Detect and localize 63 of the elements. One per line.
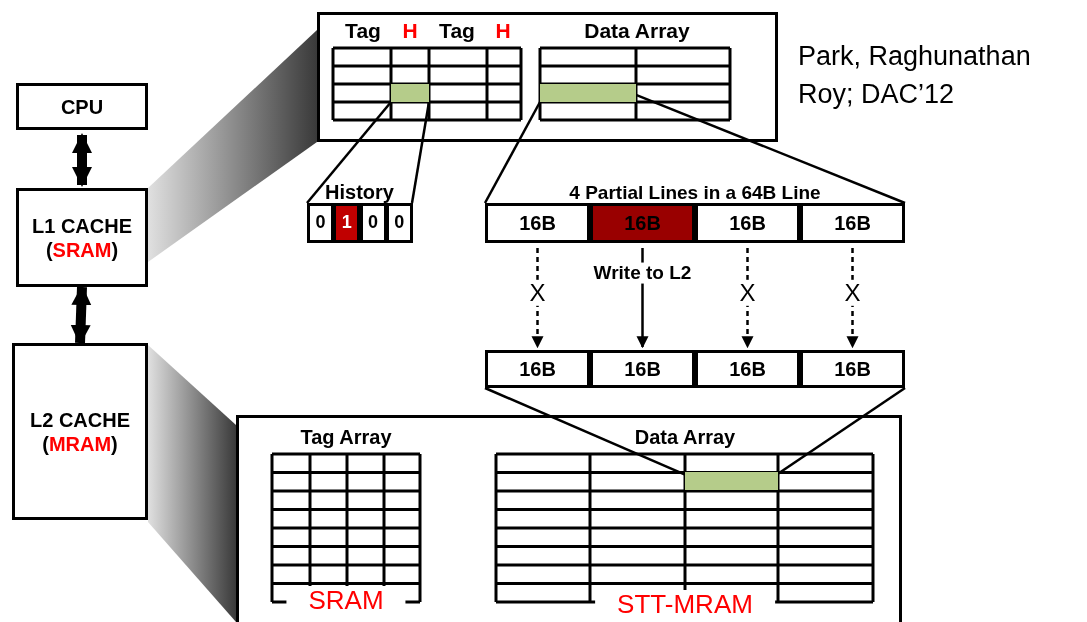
column-heading: H xyxy=(402,19,418,44)
cpu-box xyxy=(16,83,148,130)
connector-line xyxy=(484,386,686,476)
connector-line xyxy=(635,93,906,205)
connector-line xyxy=(483,101,542,204)
dashed-arrow xyxy=(531,248,544,349)
node-label: 0 xyxy=(394,212,405,234)
node-label: L1 CACHE xyxy=(32,213,132,238)
edge-label: X xyxy=(527,279,548,306)
edge-label: Write to L2 xyxy=(591,262,694,284)
node-label: 16B xyxy=(519,357,556,381)
byte-block xyxy=(485,350,590,388)
column-heading: Tag xyxy=(439,19,475,44)
highlighted-cell xyxy=(540,84,636,102)
byte-block xyxy=(695,203,800,243)
node-label: 16B xyxy=(834,211,871,235)
node-label: ) xyxy=(111,431,118,456)
double-arrow xyxy=(70,285,92,345)
array-heading: Tag Array xyxy=(300,426,392,449)
zoom-projection xyxy=(148,30,317,262)
node-label: 0 xyxy=(368,212,378,234)
byte-block xyxy=(800,350,905,388)
node-label: 0 xyxy=(315,212,326,234)
dashed-arrow xyxy=(846,248,859,349)
column-heading: Tag xyxy=(345,19,381,44)
bit-cell xyxy=(359,203,387,243)
heading: 4 Partial Lines in a 64B Line xyxy=(569,182,821,204)
column-heading: Data Array xyxy=(584,19,690,44)
heading: History xyxy=(325,181,394,204)
bit-cell xyxy=(385,203,413,243)
node-label: ( xyxy=(42,431,49,456)
node-label: 1 xyxy=(341,212,352,234)
node-label: CPU xyxy=(60,94,104,119)
column-heading: H xyxy=(495,19,511,44)
citation: Park, Raghunathan Roy; DAC’12 xyxy=(798,40,1032,111)
node-label: 16B xyxy=(729,211,766,235)
zoom-projection xyxy=(148,345,236,622)
highlighted-cell xyxy=(685,472,778,490)
node-label: MRAM xyxy=(48,431,112,456)
edge-label: X xyxy=(737,279,758,306)
node-label: SRAM xyxy=(52,237,112,262)
dashed-arrow xyxy=(741,248,754,349)
node-label: 16B xyxy=(729,357,766,381)
double-arrow xyxy=(72,133,92,187)
node-label: L2 CACHE xyxy=(30,407,130,432)
connector-line xyxy=(306,101,392,204)
cache-panel xyxy=(317,12,778,142)
cache-box xyxy=(16,188,148,287)
byte-block xyxy=(695,350,800,388)
edge-label: X xyxy=(842,279,863,306)
byte-block xyxy=(590,203,695,243)
node-label: ) xyxy=(111,237,119,262)
connector-line xyxy=(410,101,431,204)
array-heading: Data Array xyxy=(634,426,736,449)
bit-cell xyxy=(333,203,361,243)
node-label: 16B xyxy=(519,211,556,235)
highlighted-cell xyxy=(391,84,429,102)
byte-block xyxy=(590,350,695,388)
node-label: 16B xyxy=(624,211,661,235)
node-label: 16B xyxy=(624,357,661,381)
cache-box xyxy=(12,343,148,520)
node-label: 16B xyxy=(834,357,871,381)
node-label: ( xyxy=(45,237,53,262)
